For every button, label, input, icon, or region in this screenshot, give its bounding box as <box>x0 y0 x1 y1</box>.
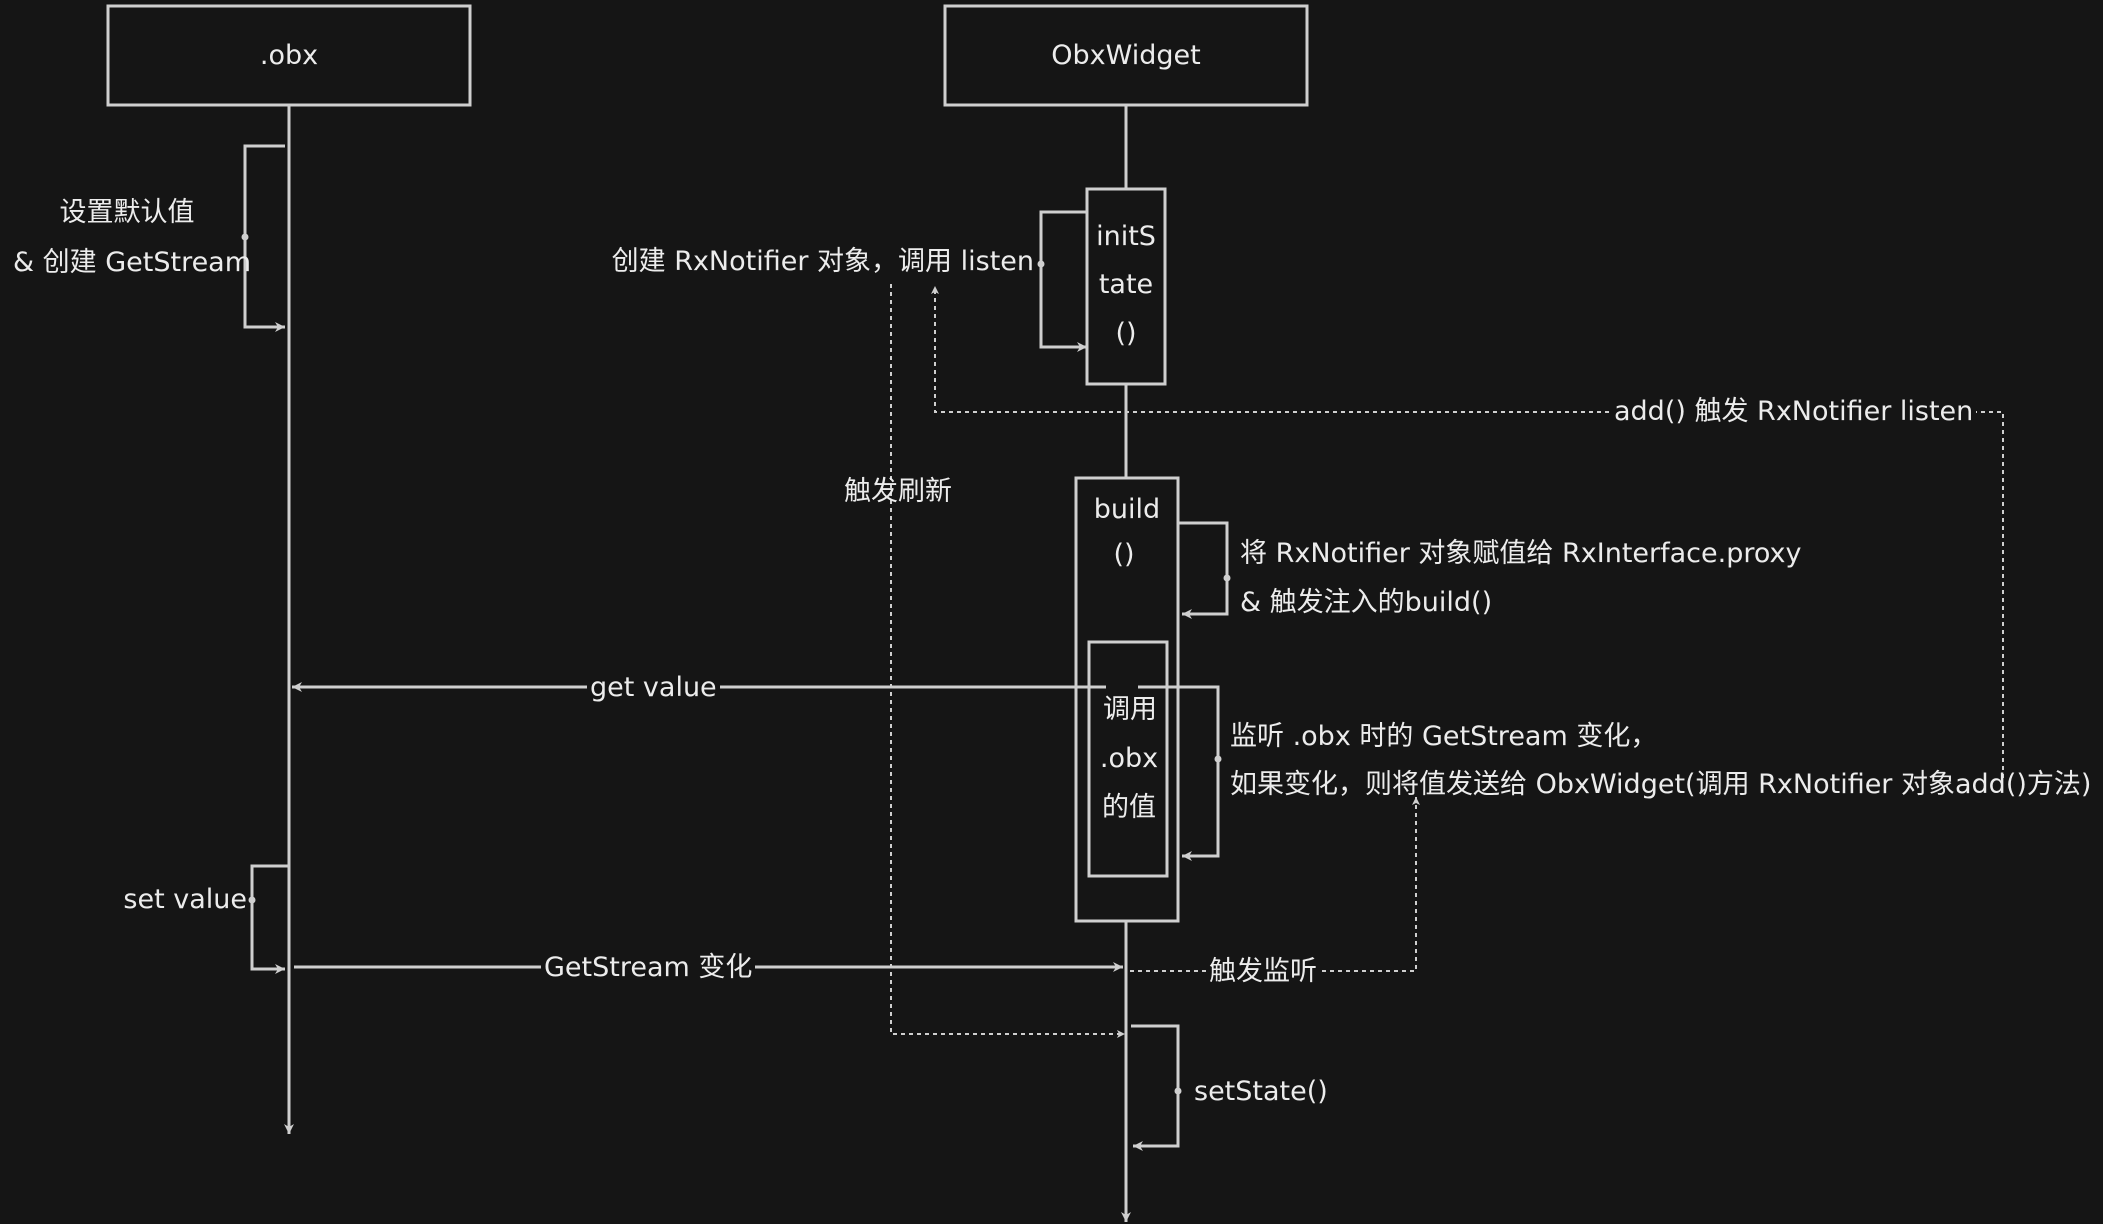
assign-proxy-loop <box>1178 521 1229 619</box>
initstate-label: initS <box>1096 221 1156 252</box>
add-trigger-listen-message: add() 触发 RxNotifier listen <box>1611 398 1977 425</box>
add-trigger-listen-arrow <box>931 286 2004 778</box>
initstate-activation <box>1085 187 1167 386</box>
loop-anchor-dots <box>241 233 1231 1095</box>
call-obx-value-activation <box>1087 640 1169 878</box>
initstate-label: () <box>1115 318 1137 349</box>
trigger-listen-arrow <box>1130 797 1420 972</box>
set-value-note: set value <box>123 884 247 915</box>
initstate-label: tate <box>1098 269 1154 300</box>
getstream-change-message: GetStream 变化 <box>541 954 756 981</box>
call-obx-value-label: .obx <box>1099 743 1159 774</box>
set-value-loop <box>250 864 289 974</box>
assign-proxy-note: & 触发注入的build() <box>1240 587 1493 618</box>
create-rxnotifier-loop <box>1039 210 1087 352</box>
trigger-refresh-note: 触发刷新 <box>844 476 952 507</box>
get-value-message: get value <box>587 674 720 701</box>
build-activation <box>1074 476 1180 923</box>
set-default-note: & 创建 GetStream <box>13 247 252 278</box>
call-obx-value-label: 调用 <box>1103 694 1157 725</box>
listen-getstream-note: 监听 .obx 时的 GetStream 变化， <box>1230 721 1658 752</box>
build-label: () <box>1113 539 1135 570</box>
listen-loop <box>1138 685 1220 861</box>
assign-proxy-note: 将 RxNotifier 对象赋值给 RxInterface.proxy <box>1240 538 1802 569</box>
set-default-loop <box>243 144 285 332</box>
obxwidget-participant-label: ObxWidget <box>1051 40 1201 71</box>
build-label: build <box>1093 494 1161 525</box>
setstate-note: setState() <box>1194 1076 1328 1107</box>
obx-participant-label: .obx <box>259 40 319 71</box>
set-default-note: 设置默认值 <box>59 197 195 228</box>
setstate-loop <box>1131 1024 1180 1151</box>
call-obx-value-label: 的值 <box>1102 792 1156 823</box>
listen-getstream-note: 如果变化，则将值发送给 ObxWidget(调用 RxNotifier 对象ad… <box>1230 769 2092 800</box>
trigger-refresh-arrow <box>890 284 1125 1038</box>
trigger-listen-message: 触发监听 <box>1206 958 1320 985</box>
create-rxnotifier-note: 创建 RxNotifier 对象，调用 listen <box>611 246 1034 277</box>
